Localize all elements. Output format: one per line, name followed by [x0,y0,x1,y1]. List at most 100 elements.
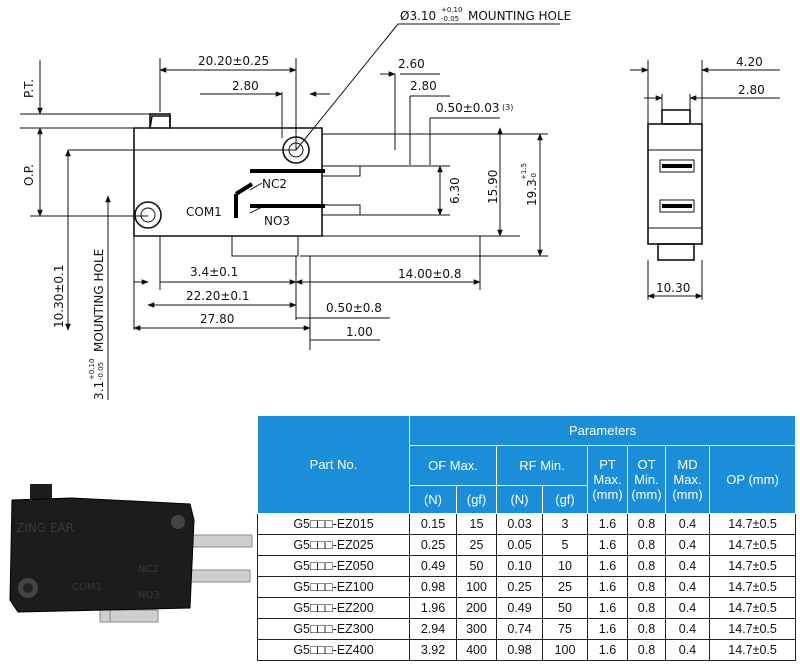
cell-ot: 0.8 [627,597,666,619]
cell-part: G5□□□-EZ200 [257,597,410,619]
cell-rf-gf: 5 [542,534,588,556]
header-ot-min: OT Min. (mm) [627,445,666,514]
cell-pt: 1.6 [587,534,628,556]
cell-of-n: 3.92 [409,639,457,661]
cell-rf-gf: 25 [542,576,588,598]
top-dimensions [159,23,560,165]
cell-of-n: 1.96 [409,597,457,619]
cell-pt: 1.6 [587,576,628,598]
cell-rf-n: 0.25 [496,576,543,598]
header-pt-max: PT Max. (mm) [587,445,628,514]
cell-op: 14.7±0.5 [708,618,797,640]
cell-md: 0.4 [665,576,710,598]
dim-6-30: 6.30 [448,177,462,204]
dim-10-30-left: 10.30±0.1 [52,265,66,329]
cell-ot: 0.8 [627,534,666,556]
dim-19-3: 19.3 [525,179,539,206]
cell-rf-n: 0.98 [496,639,543,661]
dim-0-50-top-note: (3) [502,103,513,112]
cell-of-n: 2.94 [409,618,457,640]
dim-2-60: 2.60 [398,57,425,71]
cell-of-gf: 25 [456,534,497,556]
dim-3-1-tol-minus: -0.05 [97,362,105,380]
cell-md: 0.4 [665,555,710,577]
switch-front-view [133,113,361,257]
header-of-max: OF Max. [409,445,497,486]
cell-rf-n: 0.74 [496,618,543,640]
cell-rf-gf: 100 [542,639,588,661]
dim-2-80-side: 2.80 [738,83,765,97]
dim-22-20: 22.20±0.1 [186,289,250,303]
switch-body-outline [133,115,323,237]
header-rf-min: RF Min. [496,445,588,486]
cell-md: 0.4 [665,513,710,535]
cell-part: G5□□□-EZ050 [257,555,410,577]
dim-10-30-side: 10.30 [656,281,690,295]
cell-op: 14.7±0.5 [708,513,797,535]
right-dimensions [300,127,548,257]
terminal-nc [321,165,361,177]
cell-rf-gf: 50 [542,597,588,619]
cell-part: G5□□□-EZ300 [257,618,410,640]
switch-side-view [630,60,780,300]
plunger-outline [149,113,171,129]
cell-op: 14.7±0.5 [708,576,797,598]
cell-pt: 1.6 [587,618,628,640]
terminal-no [321,204,361,216]
label-mounting-hole-tol-plus: +0.10 [441,6,462,14]
dim-0-50-bottom: 0.50±0.8 [326,301,382,315]
cell-part: G5□□□-EZ025 [257,534,410,556]
cell-part: G5□□□-EZ015 [257,513,410,535]
header-part-no: Part No. [257,415,410,514]
dim-2-80-b: 2.80 [410,79,437,93]
cell-ot: 0.8 [627,618,666,640]
cell-ot: 0.8 [627,639,666,661]
label-mounting-hole-text: MOUNTING HOLE [468,9,571,23]
cell-pt: 1.6 [587,639,628,661]
label-mounting-hole-dia: Ø3.10 [400,9,436,23]
cell-part: G5□□□-EZ100 [257,576,410,598]
cell-of-gf: 100 [456,576,497,598]
label-nc2: NC2 [262,177,287,191]
cell-pt: 1.6 [587,597,628,619]
cell-of-gf: 200 [456,597,497,619]
cell-op: 14.7±0.5 [708,597,797,619]
cell-rf-gf: 10 [542,555,588,577]
cell-rf-n: 0.49 [496,597,543,619]
dimension-drawing: COM1 NC2 NO3 20.20±0.25 2.80 2.60 2.80 0… [20,6,780,400]
cell-rf-n: 0.03 [496,513,543,535]
header-parameters: Parameters [408,415,797,446]
header-op: OP (mm) [708,445,797,514]
cell-of-gf: 15 [456,513,497,535]
dim-0-50-top: 0.50±0.03 [436,101,500,115]
bottom-mounting-hole [134,201,162,229]
photo-no: NO3 [138,590,160,601]
label-mounting-hole-tol-minus: -0.05 [441,15,459,23]
header-of-gf: (gf) [456,485,497,514]
dim-20-20: 20.20±0.25 [198,54,269,68]
cell-md: 0.4 [665,534,710,556]
left-dimensions [20,60,296,400]
product-photo: ZING EAR COM1 NC2 NO3 [9,484,253,623]
cell-op: 14.7±0.5 [708,534,797,556]
cell-of-gf: 50 [456,555,497,577]
header-rf-gf: (gf) [542,485,588,514]
header-of-n: (N) [409,485,457,514]
photo-brand: ZING EAR [16,521,74,535]
cell-pt: 1.6 [587,513,628,535]
cell-of-n: 0.49 [409,555,457,577]
dim-4-20: 4.20 [736,55,763,69]
cell-rf-gf: 3 [542,513,588,535]
dim-27-80: 27.80 [200,312,234,326]
cell-op: 14.7±0.5 [708,555,797,577]
label-com1: COM1 [186,205,222,219]
cell-of-n: 0.98 [409,576,457,598]
dim-op: O.P. [22,164,36,186]
label-no3: NO3 [264,214,290,228]
cell-md: 0.4 [665,639,710,661]
dim-3-1-hole-text: MOUNTING HOLE [92,249,106,352]
